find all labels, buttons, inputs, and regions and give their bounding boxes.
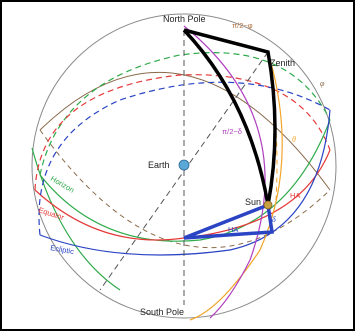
colatitude-label: π/2−φ <box>232 21 253 30</box>
south-pole-label: South Pole <box>140 307 184 317</box>
meridian-circle-back <box>39 129 331 249</box>
zenith-axis <box>99 51 269 291</box>
equator-circle-back <box>34 74 331 191</box>
delta-label: δ <box>272 215 276 224</box>
hour-angle-label: HA <box>290 191 300 200</box>
ecliptic-label: Ecliptic <box>50 243 75 256</box>
horizon-circle-front <box>39 119 331 242</box>
celestial-sphere <box>31 13 337 319</box>
horizon-arc-left <box>31 147 121 291</box>
sun-icon <box>263 200 273 210</box>
theta-label: θ <box>292 135 296 144</box>
earth-label: Earth <box>148 160 170 170</box>
earth-icon <box>178 159 190 171</box>
horizon-circle-back <box>39 52 331 176</box>
orange-circle-front <box>189 51 283 321</box>
codeclination-label: π/2−δ <box>222 127 242 136</box>
north-pole-label: North Pole <box>163 14 206 24</box>
magenta-circle <box>183 25 266 319</box>
sun-label: Sun <box>245 197 261 207</box>
hour-angle-small-label: HA <box>228 225 238 234</box>
phi-label: φ <box>320 79 325 88</box>
ecliptic-circle-front <box>39 109 331 256</box>
zenith-label: Zenith <box>270 58 295 68</box>
spherical-triangle-side-codeclination <box>182 28 270 206</box>
spherical-triangle-side-colatitude <box>183 28 277 206</box>
hour-angle-wedge <box>183 202 275 240</box>
